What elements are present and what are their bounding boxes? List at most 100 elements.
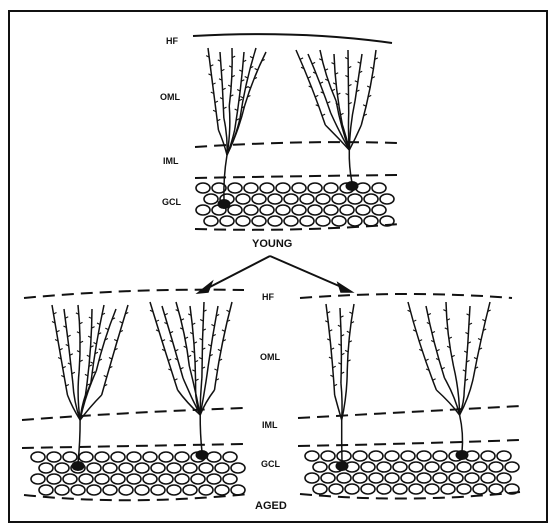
aged-left-panel [22,290,248,501]
granule-cell [183,463,197,473]
granule-cell [196,183,210,193]
granule-cell [441,462,455,472]
granule-cell [324,205,338,215]
young-gcl-lower-boundary [195,224,400,230]
granule-cell [191,474,205,484]
dendritic-spine [300,58,303,60]
granule-cell [385,451,399,461]
granule-cell [348,216,362,226]
dendritic-spine [255,69,258,71]
granule-cell [425,484,439,494]
granule-cell [183,485,197,495]
granule-cell [199,463,213,473]
granule-cell [159,474,173,484]
dendritic-spine [419,340,422,342]
aged-label-oml: OML [260,352,280,362]
young-label-oml: OML [160,92,180,102]
dendritic-spine [180,368,183,370]
granule-cell [425,462,439,472]
dendritic-spine [426,359,429,361]
aged-right-oml-iml-boundary [298,406,520,418]
granule-cell [47,474,61,484]
aged-right-panel [298,294,520,499]
granule-cell [87,485,101,495]
granule-cell [364,216,378,226]
dendrite-branch [229,48,232,106]
dendritic-spine [170,332,173,334]
granule-cell [87,463,101,473]
granule-cell [276,183,290,193]
aged-label-gcl: GCL [261,459,281,469]
granule-cell [135,485,149,495]
dendritic-spine [315,95,318,97]
dendritic-spine [105,328,108,330]
granule-cell [489,484,503,494]
dendrite-branch [91,305,104,383]
granule-cell [252,194,266,204]
granule-cell [473,484,487,494]
granule-cell [345,484,359,494]
granule-cell [111,474,125,484]
arrowhead-left-icon [198,282,212,293]
granule-cell [497,473,511,483]
granule-cell [393,462,407,472]
granule-cell [204,216,218,226]
granule-cell [231,485,245,495]
granule-cell [300,216,314,226]
granule-cell [143,474,157,484]
granule-cell [489,462,503,472]
granule-cell [151,463,165,473]
granule-cell [313,484,327,494]
granule-cell [441,484,455,494]
dendritic-spine [99,349,102,351]
granule-cell [401,451,415,461]
dendritic-spine [114,340,117,342]
dendrite-branch [361,50,376,125]
granule-cell [223,452,237,462]
young-panel: HF OML IML GCL YOUNG [160,34,400,250]
dendritic-spine [442,368,445,370]
granule-cell [175,452,189,462]
dendritic-spine [322,114,325,116]
granule-cell [337,473,351,483]
granule-cell [332,216,346,226]
dendritic-spine [437,350,440,352]
aged-caption: AGED [255,500,287,512]
granule-cell [135,463,149,473]
granule-cell [409,462,423,472]
granule-cell [207,452,221,462]
granule-cell [324,183,338,193]
granule-cell [204,194,218,204]
granule-cell [356,205,370,215]
aged-right-hf-line [300,294,512,298]
granule-cell [300,194,314,204]
granule-cell [244,183,258,193]
granule-cell [268,216,282,226]
granule-cell [79,452,93,462]
granule-cell [127,474,141,484]
granule-cell [372,183,386,193]
granule-cell [228,205,242,215]
granule-cell [481,451,495,461]
granule-cell [63,474,77,484]
dendritic-spine [175,350,178,352]
granule-cell [167,463,181,473]
granule-cell [465,473,479,483]
granule-cell [321,473,335,483]
dendrite-branch [326,304,335,395]
granule-cell [268,194,282,204]
granule-cell [505,462,519,472]
dendritic-spine [433,379,436,381]
granule-cell [244,205,258,215]
young-label-hf: HF [166,36,178,46]
aged-label-hf: HF [262,292,274,302]
granule-cell [369,451,383,461]
granule-cell [353,451,367,461]
figure-border [9,11,547,522]
granule-cell [95,452,109,462]
granule-cell [215,485,229,495]
dendrite-branch [408,302,436,390]
dendritic-spine [104,376,107,378]
